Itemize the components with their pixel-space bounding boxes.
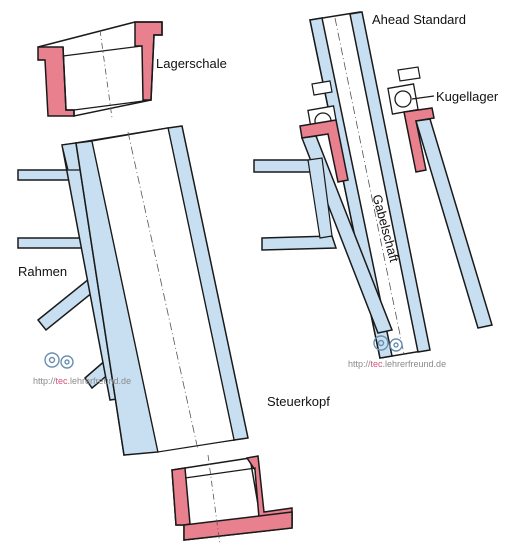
steerer-wall-right [349, 11, 431, 353]
head-tube-centerline [127, 131, 199, 451]
watermark-prefix: http:// [348, 359, 371, 369]
left-head-tube-assembly [17, 21, 293, 546]
right-top-tube-lower [261, 235, 338, 251]
right-ahead-assembly [253, 11, 493, 359]
watermark-highlight: tec [55, 376, 68, 386]
lower-bearing-cup [171, 454, 293, 546]
label-rahmen: Rahmen [18, 264, 68, 279]
lower-cup-flange [183, 511, 293, 541]
upper-cup-outline [37, 21, 163, 117]
right-frame-tubes [253, 157, 338, 251]
label-kugellager: Kugellager [436, 89, 499, 104]
upper-cup-centerline [99, 29, 113, 119]
gear-icon [373, 335, 403, 352]
steerer-centerline [334, 17, 405, 355]
label-lagerschale: Lagerschale [156, 56, 227, 71]
right-gusset-wall [307, 157, 333, 239]
watermark-highlight: tec [370, 359, 383, 369]
headset-top [311, 66, 421, 96]
watermark-left: http://tec.lehrerfreund.de [33, 377, 131, 386]
watermark-right: http://tec.lehrerfreund.de [348, 360, 446, 369]
label-steuerkopf: Steuerkopf [267, 394, 330, 409]
watermark-suffix: .lehrerfreund.de [382, 359, 447, 369]
watermark-suffix: .lehrerfreund.de [67, 376, 132, 386]
label-ahead-standard: Ahead Standard [372, 12, 466, 27]
gear-icon [44, 352, 74, 369]
watermark-prefix: http:// [33, 376, 56, 386]
headset-top-cap-right [397, 66, 421, 82]
right-headtube-wall-right [415, 118, 493, 329]
lower-cup-centerline [207, 454, 221, 546]
headset-top-cap-left [311, 80, 333, 96]
head-tube [75, 125, 249, 456]
upper-bearing-cup [37, 21, 163, 119]
bearing-ball-right [394, 90, 412, 108]
frame-tubes [17, 142, 129, 401]
